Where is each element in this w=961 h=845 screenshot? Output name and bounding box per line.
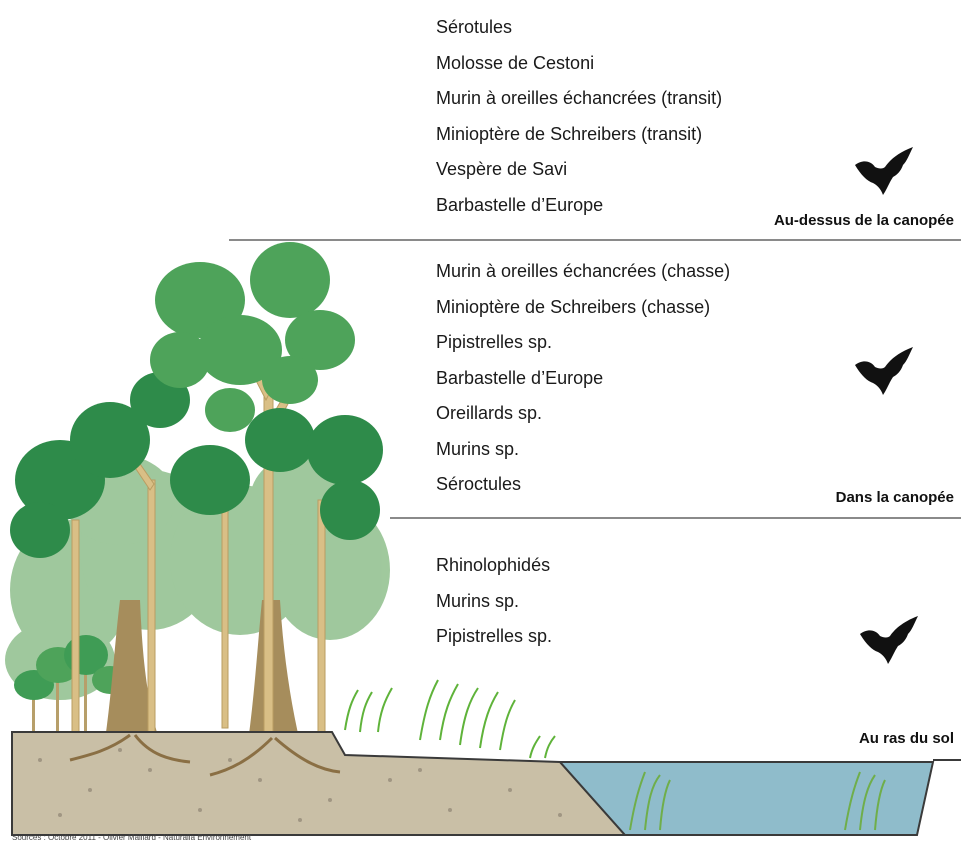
species-list-above-canopy: Sérotules Molosse de Cestoni Murin à ore… <box>436 10 722 223</box>
zone-label-above-canopy: Au-dessus de la canopée <box>774 212 954 229</box>
species-item: Vespère de Savi <box>436 152 722 188</box>
grass-icon <box>345 680 555 758</box>
species-item: Murins sp. <box>436 584 552 620</box>
species-item: Séroctules <box>436 467 730 503</box>
species-item: Pipistrelles sp. <box>436 325 730 361</box>
species-list-in-canopy: Murin à oreilles échancrées (chasse) Min… <box>436 254 730 503</box>
bat-icon <box>858 614 922 666</box>
species-item: Murins sp. <box>436 432 730 468</box>
bat-icon <box>853 145 917 197</box>
divider-canopy-bottom <box>390 517 961 519</box>
species-item: Minioptère de Schreibers (chasse) <box>436 290 730 326</box>
species-item: Murin à oreilles échancrées (transit) <box>436 81 722 117</box>
species-item: Murin à oreilles échancrées (chasse) <box>436 254 730 290</box>
divider-canopy-top <box>229 239 961 241</box>
source-caption: Sources : Octobre 2011 - Olivier Maillar… <box>12 833 251 842</box>
species-item: Sérotules <box>436 10 722 46</box>
bat-icon <box>853 345 917 397</box>
species-item: Barbastelle d’Europe <box>436 361 730 397</box>
water-icon <box>560 760 961 835</box>
species-item: Pipistrelles sp. <box>436 619 552 655</box>
species-item: Rhinolophidés <box>436 548 552 584</box>
species-item: Molosse de Cestoni <box>436 46 722 82</box>
species-list-ground-level: Rhinolophidés Murins sp. Pipistrelles sp… <box>436 548 552 655</box>
zone-label-ground-level: Au ras du sol <box>859 730 954 747</box>
zone-label-in-canopy: Dans la canopée <box>836 489 954 506</box>
species-item: Barbastelle d’Europe <box>436 188 722 224</box>
species-item: Oreillards sp. <box>436 396 730 432</box>
species-item: Minioptère de Schreibers (transit) <box>436 117 722 153</box>
